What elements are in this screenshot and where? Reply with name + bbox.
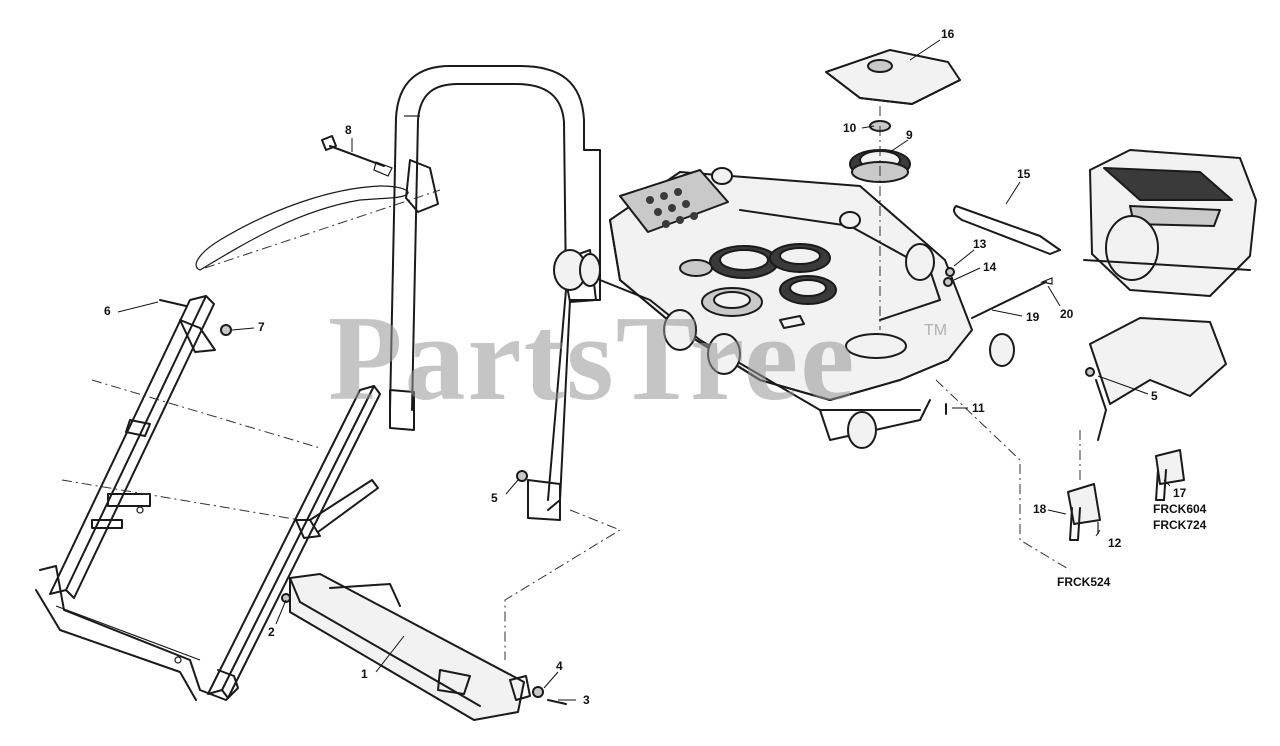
callout-17[interactable]: 17 xyxy=(1173,486,1187,500)
belt-item-15 xyxy=(953,205,1061,255)
bracket-item-18 xyxy=(1067,483,1101,541)
bagger-assembly xyxy=(1083,149,1257,297)
pin-item-8 xyxy=(321,135,393,177)
kit-label-frck524[interactable]: FRCK524 xyxy=(1057,575,1111,589)
callout-13[interactable]: 13 xyxy=(973,237,987,251)
callout-11[interactable]: 11 xyxy=(972,401,985,415)
callout-10[interactable]: 10 xyxy=(843,121,857,135)
watermark: PartsTree xyxy=(328,291,857,426)
front-bumper-bar xyxy=(289,573,531,721)
callout-7[interactable]: 7 xyxy=(258,320,265,334)
handle-frame-assembly xyxy=(35,295,381,701)
callout-5-left[interactable]: 5 xyxy=(491,491,498,505)
rod-item-19 xyxy=(971,277,1053,319)
callout-18[interactable]: 18 xyxy=(1033,502,1047,516)
watermark-trademark: TM xyxy=(924,322,948,339)
bracket-item-17 xyxy=(1155,449,1185,501)
belt-shield-item-16 xyxy=(825,49,961,105)
callout-8[interactable]: 8 xyxy=(345,123,352,137)
callout-12[interactable]: 12 xyxy=(1108,536,1122,550)
callout-14[interactable]: 14 xyxy=(983,260,997,274)
callout-15[interactable]: 15 xyxy=(1017,167,1031,181)
callout-2[interactable]: 2 xyxy=(268,625,275,639)
callout-3[interactable]: 3 xyxy=(583,693,590,707)
discharge-chute xyxy=(1089,317,1227,441)
deck-wheels xyxy=(553,167,1015,449)
kit-label-frck724[interactable]: FRCK724 xyxy=(1153,518,1207,532)
assembly-lines xyxy=(879,106,1081,571)
callout-4[interactable]: 4 xyxy=(556,659,563,673)
fasteners xyxy=(159,267,1095,705)
callout-5-right[interactable]: 5 xyxy=(1151,389,1158,403)
callout-16[interactable]: 16 xyxy=(941,27,955,41)
callout-20[interactable]: 20 xyxy=(1060,307,1074,321)
roll-bar xyxy=(389,65,622,660)
mower-deck xyxy=(599,169,973,441)
pulley-items-9-10 xyxy=(849,120,911,183)
kit-label-frck604[interactable]: FRCK604 xyxy=(1153,502,1207,516)
callout-6[interactable]: 6 xyxy=(104,304,111,318)
handle-grip-tube xyxy=(61,185,441,521)
callout-1[interactable]: 1 xyxy=(361,667,368,681)
callout-leaders xyxy=(117,39,1171,701)
callout-9[interactable]: 9 xyxy=(906,128,913,142)
callout-19[interactable]: 19 xyxy=(1026,310,1040,324)
